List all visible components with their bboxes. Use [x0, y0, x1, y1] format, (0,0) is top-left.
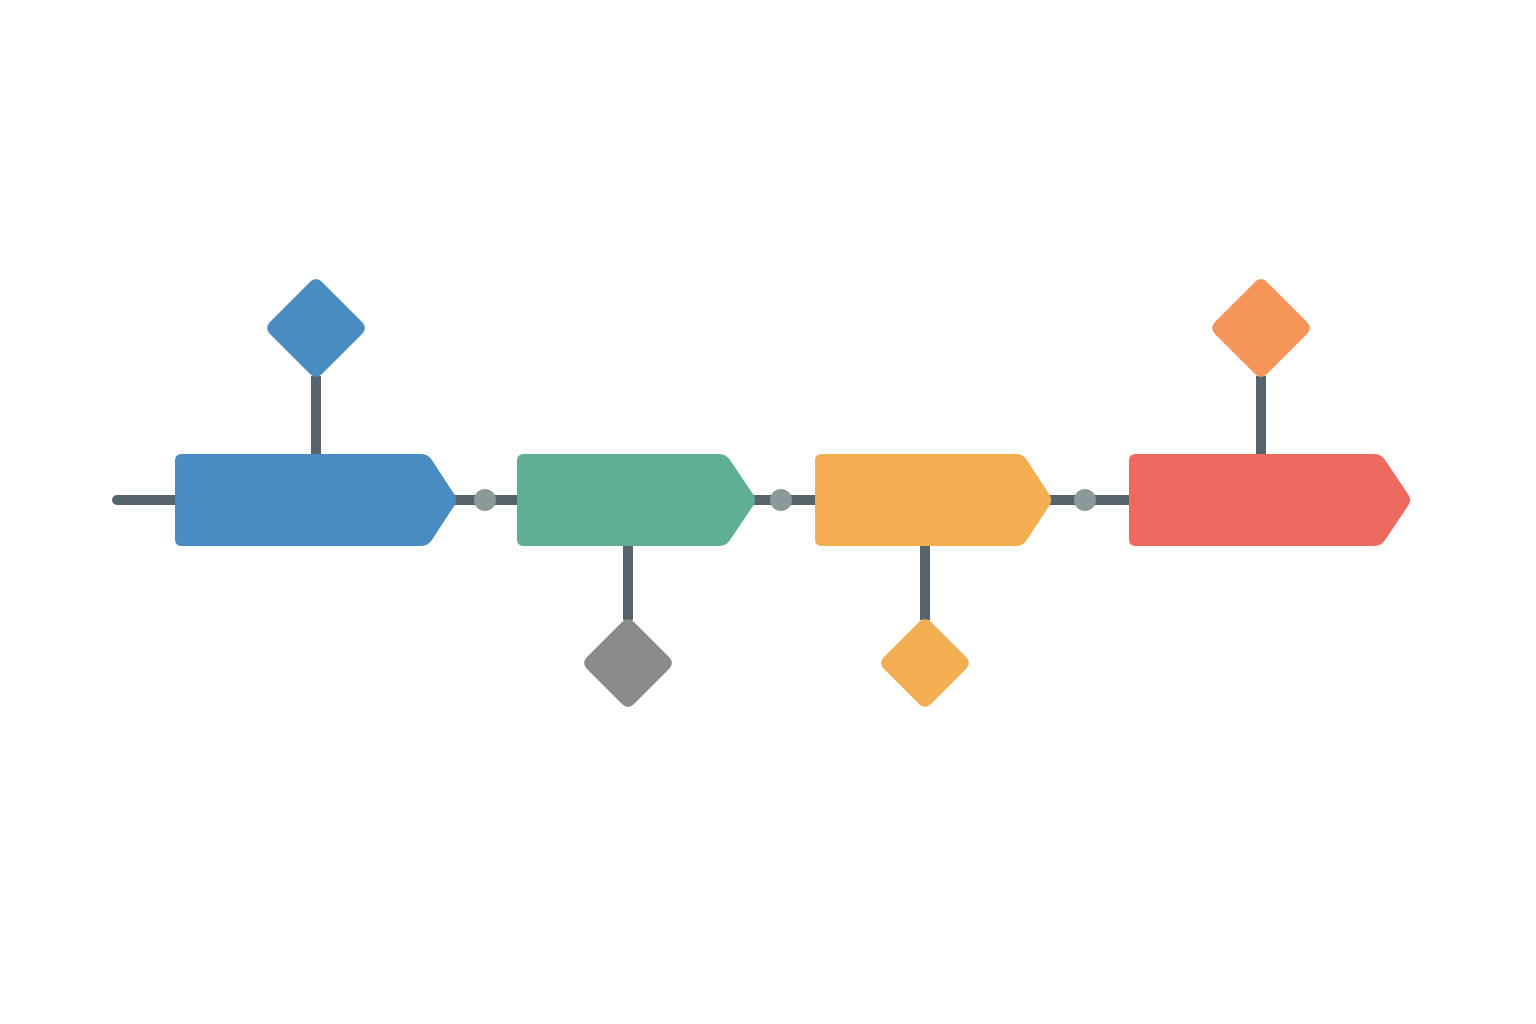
- stage-1-arrow: [175, 454, 457, 546]
- connector-dot-1: [474, 489, 496, 511]
- stage-4-diamond-marker: [1212, 279, 1310, 377]
- stage-arrows: [175, 454, 1411, 546]
- connector-dot-3: [1074, 489, 1096, 511]
- stage-3-diamond-marker: [881, 619, 969, 707]
- connector-nodes: [474, 489, 1096, 511]
- stage-4-arrow: [1129, 454, 1411, 546]
- milestone-markers: [267, 279, 1310, 707]
- stage-2-diamond-marker: [584, 619, 672, 707]
- stage-2-arrow: [517, 454, 756, 546]
- stage-3-arrow: [815, 454, 1052, 546]
- stage-1-diamond-marker: [267, 279, 365, 377]
- connector-dot-2: [770, 489, 792, 511]
